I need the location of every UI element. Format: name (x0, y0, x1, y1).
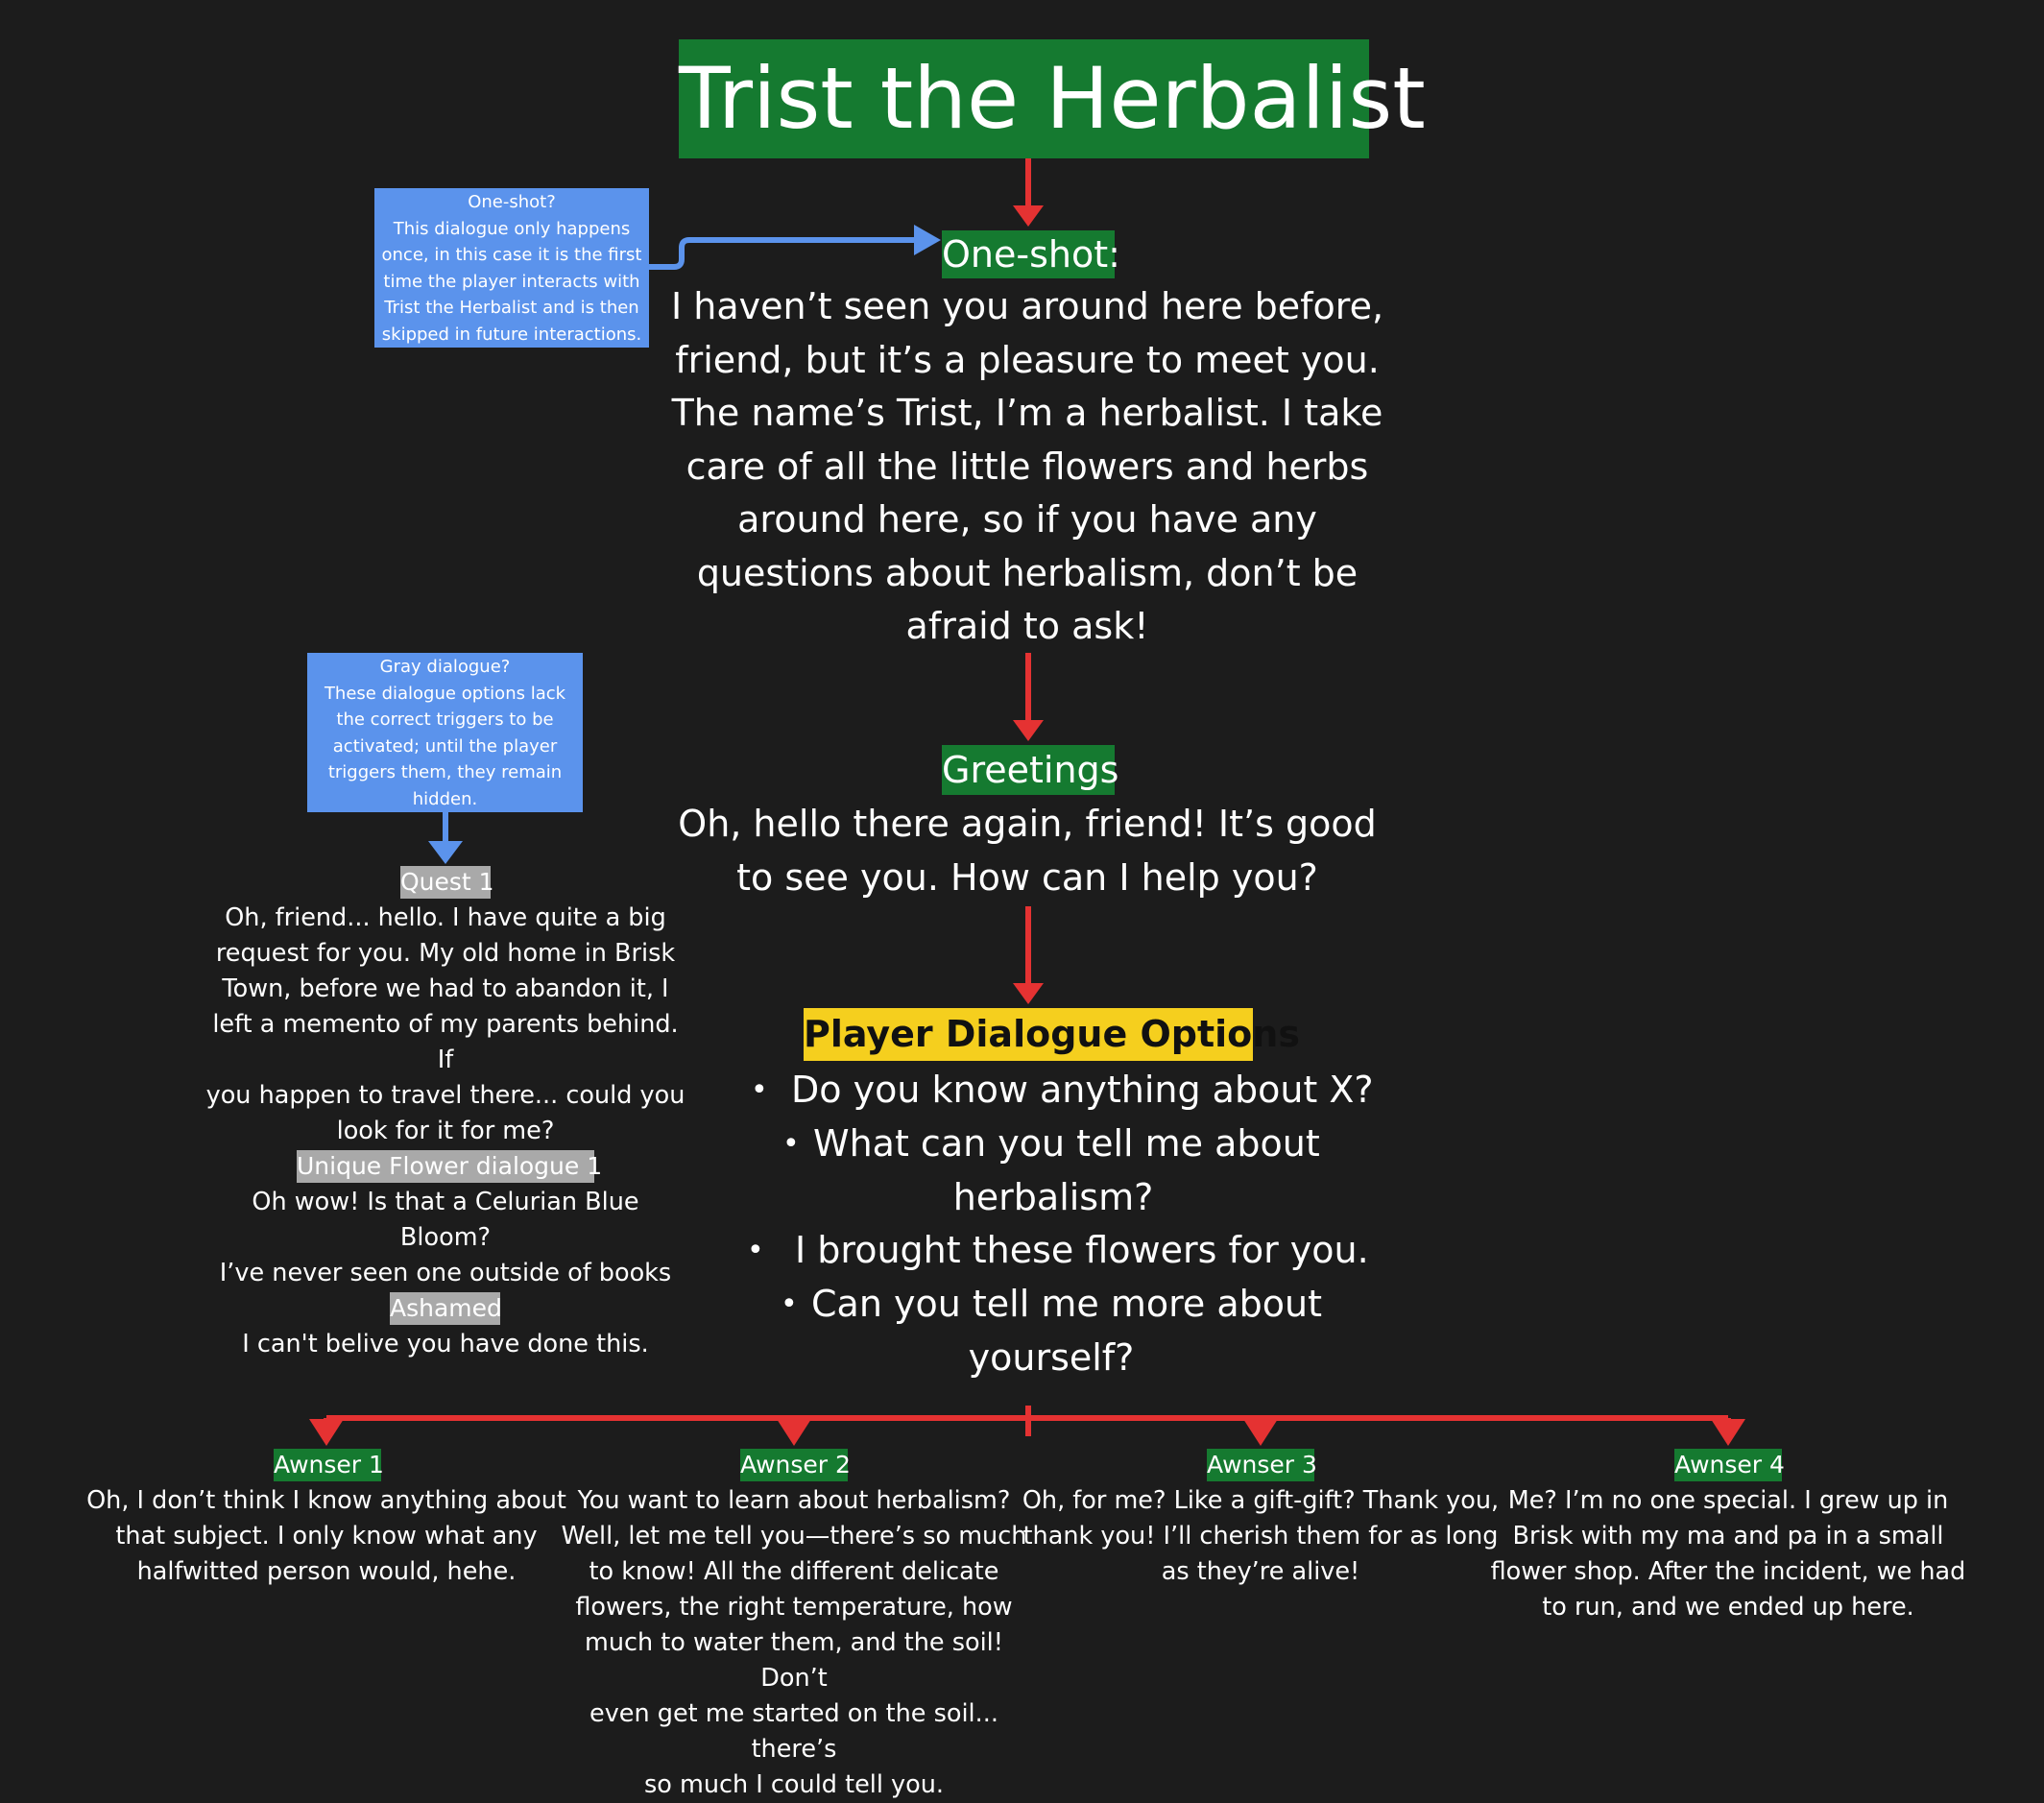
note-line: hidden. (412, 788, 478, 809)
text-line: I can't belive you have done this. (242, 1330, 649, 1358)
bullet-icon: • (747, 1234, 764, 1267)
text-line: Oh, hello there again, friend! It’s good (678, 803, 1377, 845)
text-line: afraid to ask! (905, 605, 1149, 647)
text-line: to run, and we ended up here. (1542, 1593, 1914, 1622)
note-line: the correct triggers to be (336, 709, 554, 730)
text-line: Oh, I don’t think I know anything about (86, 1486, 566, 1515)
arrowhead-answer-2 (777, 1419, 811, 1446)
text-line: to know! All the different delicate (589, 1557, 999, 1586)
gray-dialogue-label-ashamed: Ashamed (390, 1292, 502, 1325)
bullet-icon: • (751, 1073, 768, 1107)
note-oneshot-heading: One-shot? (468, 192, 556, 212)
text-line: care of all the little flowers and herbs (685, 445, 1369, 488)
text-line: around here, so if you have any (737, 498, 1317, 541)
text-line: Brisk with my ma and pa in a small (1512, 1522, 1944, 1551)
text-line: halfwitted person would, hehe. (136, 1557, 517, 1586)
text-line: that subject. I only know what any (115, 1522, 538, 1551)
player-option-2[interactable]: • What can you tell me about herbalism? (782, 1118, 1320, 1224)
arrowhead-options (1013, 983, 1044, 1004)
option-line: What can you tell me about (813, 1122, 1320, 1165)
gray-dialogue-label-unique-flower: Unique Flower dialogue 1 (297, 1150, 602, 1183)
text-line: I haven’t seen you around here before, (670, 285, 1384, 327)
text-line: Oh wow! Is that a Celurian Blue Bloom? (252, 1188, 639, 1252)
text-line: Me? I’m no one special. I grew up in (1507, 1486, 1949, 1515)
text-line: questions about herbalism, don’t be (696, 551, 1359, 594)
note-line: This dialogue only happens (393, 218, 631, 239)
note-gray-heading: Gray dialogue? (379, 657, 511, 677)
text-line: friend, but it’s a pleasure to meet you. (675, 338, 1380, 381)
player-option-3[interactable]: • I brought these flowers for you. (747, 1224, 1381, 1278)
option-text: I brought these flowers for you. (795, 1229, 1369, 1271)
arrow-note-to-oneshot (649, 237, 920, 270)
note-gray-dialogue: Gray dialogue? These dialogue options la… (307, 653, 583, 812)
text-line: so much I could tell you. (644, 1770, 944, 1799)
text-line: You want to learn about herbalism? (577, 1486, 1011, 1515)
gray-dialogue-label-quest-1: Quest 1 (400, 866, 494, 899)
text-line: left a memento of my parents behind. If (212, 1010, 679, 1074)
gray-dialogue-unique-flower-text: Oh wow! Is that a Celurian Blue Bloom? I… (205, 1185, 685, 1327)
answer-2-text: You want to learn about herbalism? Well,… (554, 1483, 1034, 1803)
note-line: Trist the Herbalist and is then (384, 298, 639, 318)
note-line: activated; until the player (332, 735, 558, 757)
answer-4-label: Awnser 4 (1674, 1449, 1785, 1481)
answer-2-label: Awnser 2 (740, 1449, 851, 1481)
text-line: I’ve never seen one outside of books (219, 1259, 672, 1287)
answer-3-label: Awnser 3 (1207, 1449, 1317, 1481)
greetings-text: Oh, hello there again, friend! It’s good… (667, 798, 1387, 904)
option-line: yourself? (968, 1335, 1135, 1379)
player-option-1[interactable]: • Do you know anything about X? (751, 1064, 1374, 1118)
note-line: skipped in future interactions. (381, 324, 642, 345)
answer-1-label: Awnser 1 (274, 1449, 384, 1481)
arrowhead-gray-note (428, 841, 463, 864)
option-text: Can you tell me more about yourself? (811, 1278, 1322, 1384)
option-text: Do you know anything about X? (791, 1069, 1374, 1111)
player-options-label: Player Dialogue Options (804, 1008, 1300, 1061)
text-line: Oh, friend... hello. I have quite a big (225, 903, 666, 932)
text-line: flower shop. After the incident, we had (1490, 1557, 1966, 1586)
gray-dialogue-quest-1-text: Oh, friend... hello. I have quite a big … (205, 901, 685, 1149)
greetings-label: Greetings (942, 745, 1118, 795)
option-text: What can you tell me about herbalism? (813, 1118, 1320, 1224)
note-oneshot: One-shot? This dialogue only happens onc… (374, 188, 649, 348)
arrowhead-answer-4 (1711, 1419, 1745, 1446)
arrowhead-greetings (1013, 720, 1044, 741)
player-option-4[interactable]: • Can you tell me more about yourself? (781, 1278, 1322, 1384)
text-line: thank you! I’ll cherish them for as long (1022, 1522, 1499, 1551)
text-line: The name’s Trist, I’m a herbalist. I tak… (671, 392, 1383, 434)
text-line: Well, let me tell you—there’s so much (561, 1522, 1027, 1551)
note-line: These dialogue options lack (324, 683, 566, 704)
option-line: Can you tell me more about (811, 1283, 1322, 1325)
note-line: time the player interacts with (383, 271, 640, 292)
text-line: Town, before we had to abandon it, I (222, 974, 669, 1003)
text-line: you happen to travel there... could you (205, 1081, 685, 1110)
diagram-title: Trist the Herbalist (679, 39, 1426, 158)
text-line: to see you. How can I help you? (736, 855, 1318, 899)
arrowhead-oneshot (1013, 205, 1044, 227)
answer-1-text: Oh, I don’t think I know anything about … (86, 1483, 566, 1590)
arrowhead-answer-3 (1243, 1419, 1278, 1446)
note-line: once, in this case it is the first (381, 245, 642, 265)
note-line: triggers them, they remain (327, 762, 563, 782)
answer-4-text: Me? I’m no one special. I grew up in Bri… (1488, 1483, 1968, 1625)
option-line: herbalism? (952, 1175, 1154, 1218)
text-line: Oh, for me? Like a gift-gift? Thank you, (1022, 1486, 1500, 1515)
text-line: look for it for me? (336, 1117, 555, 1145)
text-line: request for you. My old home in Brisk (215, 939, 676, 968)
gray-dialogue-ashamed-text: I can't belive you have done this. (205, 1327, 685, 1362)
bullet-icon: • (781, 1287, 798, 1321)
arrowhead-note-oneshot (914, 225, 941, 255)
oneshot-label: One-shot: (942, 230, 1120, 278)
answer-3-text: Oh, for me? Like a gift-gift? Thank you,… (1021, 1483, 1501, 1590)
bullet-icon: • (782, 1127, 800, 1161)
text-line: much to water them, and the soil! Don’t (585, 1628, 1003, 1693)
arrowhead-answer-1 (309, 1419, 344, 1446)
text-line: flowers, the right temperature, how (575, 1593, 1013, 1622)
text-line: even get me started on the soil... there… (589, 1699, 998, 1764)
text-line: as they’re alive! (1161, 1557, 1360, 1586)
oneshot-text: I haven’t seen you around here before, f… (667, 280, 1387, 654)
